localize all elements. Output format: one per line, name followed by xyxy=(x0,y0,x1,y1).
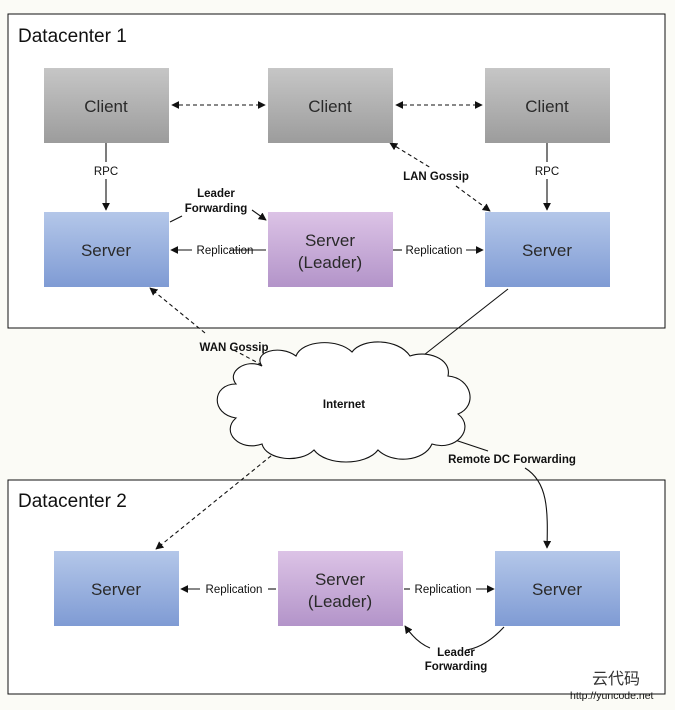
leader-forwarding-arrow-dc2 xyxy=(404,625,431,649)
client-box xyxy=(44,68,169,143)
leader-label-line2: (Leader) xyxy=(308,592,372,611)
leader-forwarding-label-dc2-line2: Forwarding xyxy=(425,661,488,673)
server-box xyxy=(54,551,179,626)
node-server-dc2-leader: Server (Leader) xyxy=(278,551,403,626)
client-box xyxy=(485,68,610,143)
leader-box xyxy=(268,212,393,287)
server-box xyxy=(485,212,610,287)
internet-link-dc1 xyxy=(414,288,509,363)
cloud-shape xyxy=(216,341,471,463)
node-server-dc1-right: Server xyxy=(485,212,610,287)
wan-gossip-line-lower xyxy=(229,347,263,366)
remote-forwarding-arrow xyxy=(524,467,552,549)
leader-forwarding-line-dc2 xyxy=(465,626,505,651)
leader-label-line2: (Leader) xyxy=(298,253,362,272)
client-box xyxy=(268,68,393,143)
internet-cloud: Internet xyxy=(216,341,471,463)
watermark-url: http://yuncode.net xyxy=(570,690,654,702)
server-box xyxy=(495,551,620,626)
leader-forwarding-line-start xyxy=(169,215,183,223)
wan-gossip-label: WAN Gossip xyxy=(199,342,268,354)
server-label: Server xyxy=(522,241,572,260)
edge-labels: RPC RPC Leader Forwarding Replication Re… xyxy=(94,166,576,673)
server-label: Server xyxy=(91,580,141,599)
node-server-dc1-left: Server xyxy=(44,212,169,287)
server-label: Server xyxy=(532,580,582,599)
connections xyxy=(102,101,552,651)
leader-forwarding-arrow-dc1 xyxy=(251,209,267,221)
client-label: Client xyxy=(308,97,352,116)
node-client-dc1-right: Client xyxy=(485,68,610,143)
replication-label-dc1-right: Replication xyxy=(406,245,463,257)
replication-label-dc2-left: Replication xyxy=(206,584,263,596)
leader-forwarding-label-dc2-line1: Leader xyxy=(437,647,475,659)
datacenter-2-title: Datacenter 2 xyxy=(18,491,127,512)
leader-forwarding-label-dc1-line2: Forwarding xyxy=(185,203,248,215)
leader-box xyxy=(278,551,403,626)
datacenter-1-title: Datacenter 1 xyxy=(18,26,127,47)
replication-label-dc1-left: Replication xyxy=(197,245,254,257)
client-label: Client xyxy=(525,97,569,116)
remote-dc-forwarding-label: Remote DC Forwarding xyxy=(448,454,576,466)
leader-label-line1: Server xyxy=(305,231,355,250)
rpc-label-left: RPC xyxy=(94,166,118,178)
internet-label: Internet xyxy=(323,399,365,411)
lan-gossip-line-top xyxy=(389,142,432,169)
leader-forwarding-label-dc1-line1: Leader xyxy=(197,188,235,200)
leader-label-line1: Server xyxy=(315,570,365,589)
node-client-dc1-left: Client xyxy=(44,68,169,143)
watermark-chinese: 云代码 xyxy=(592,670,640,688)
replication-label-dc2-right: Replication xyxy=(415,584,472,596)
node-client-dc1-mid: Client xyxy=(268,68,393,143)
server-box xyxy=(44,212,169,287)
node-server-dc1-leader: Server (Leader) xyxy=(268,212,393,287)
watermark: 云代码 http://yuncode.net xyxy=(570,670,654,702)
wan-gossip-arrow-dc1 xyxy=(149,287,206,334)
lan-gossip-line-bottom xyxy=(455,185,491,212)
server-label: Server xyxy=(81,241,131,260)
client-label: Client xyxy=(84,97,128,116)
rpc-label-right: RPC xyxy=(535,166,559,178)
lan-gossip-label: LAN Gossip xyxy=(403,171,469,183)
node-server-dc2-left: Server xyxy=(54,551,179,626)
wan-gossip-arrow-dc2 xyxy=(155,446,283,550)
node-server-dc2-right: Server xyxy=(495,551,620,626)
